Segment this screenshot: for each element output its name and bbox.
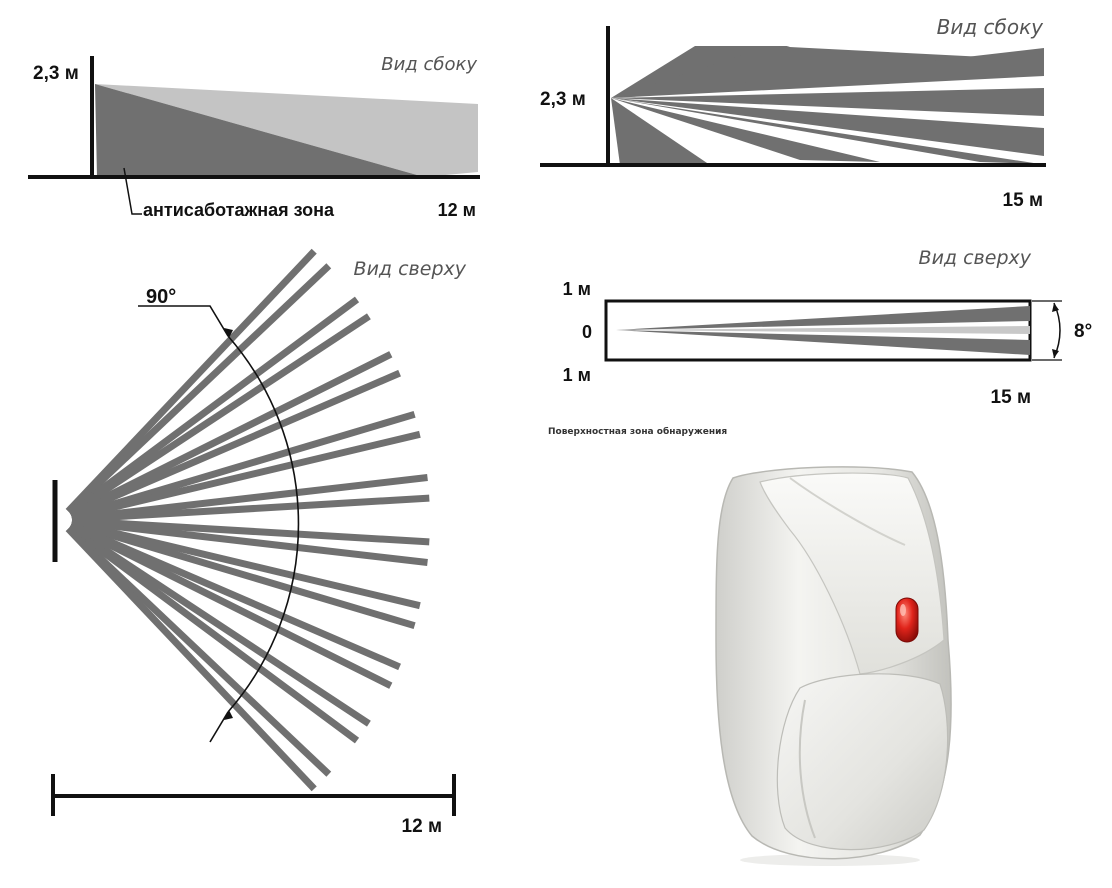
led-highlight bbox=[900, 604, 906, 616]
detection-beam bbox=[611, 98, 1044, 156]
detection-beam bbox=[67, 296, 360, 516]
top-view-15m-panel: Вид сверху 1 м 0 1 м 8° 15 м Поверхностн… bbox=[548, 247, 1092, 437]
height-label: 2,3 м bbox=[540, 89, 586, 110]
view-label: Вид сбоку bbox=[937, 15, 1045, 39]
caption: Поверхностная зона обнаружения bbox=[548, 426, 727, 437]
detection-beam bbox=[68, 313, 371, 517]
detection-beam bbox=[65, 248, 317, 514]
side-view-15m-panel: 2,3 м Вид сбоку 15 м bbox=[540, 15, 1046, 211]
upper-beam bbox=[616, 306, 1030, 330]
detection-beam bbox=[65, 526, 317, 792]
angle-label: 90° bbox=[146, 286, 176, 308]
detection-beam bbox=[69, 522, 393, 689]
detection-beam bbox=[71, 517, 428, 566]
lens-window bbox=[776, 673, 949, 851]
anti-sabotage-zone-beam bbox=[95, 84, 424, 177]
view-label: Вид сбоку bbox=[381, 54, 477, 75]
zone-pointer-line bbox=[123, 167, 142, 215]
detection-beam bbox=[611, 98, 880, 162]
lower-beam bbox=[616, 330, 1030, 355]
detection-beam bbox=[611, 48, 1044, 98]
device-shadow bbox=[740, 854, 920, 866]
detection-beam bbox=[71, 494, 430, 523]
angle-leader-line bbox=[138, 305, 229, 337]
lower-zone-beam bbox=[611, 98, 710, 165]
detection-beam bbox=[67, 524, 360, 744]
center-beam bbox=[616, 326, 1030, 334]
distance-label: 12 м bbox=[402, 816, 442, 837]
detection-beam bbox=[70, 519, 421, 610]
lens-ridge bbox=[798, 699, 816, 839]
detection-beam bbox=[66, 525, 332, 777]
anti-sabotage-zone-label: антисаботажная зона bbox=[143, 200, 335, 220]
top-view-12m-panel: 90° Вид сверху 12 м bbox=[51, 248, 467, 837]
view-label: Вид сверху bbox=[919, 247, 1032, 269]
detection-beam bbox=[68, 523, 371, 727]
detection-beam bbox=[71, 474, 428, 523]
distance-label: 12 м bbox=[438, 200, 476, 220]
detection-beam bbox=[70, 430, 421, 521]
detection-beam bbox=[611, 88, 1044, 116]
angle-arc bbox=[1053, 302, 1061, 359]
detection-beam bbox=[70, 410, 416, 520]
bottom-distance-label: 1 м bbox=[563, 365, 591, 385]
detection-beam bbox=[71, 517, 430, 546]
height-label: 2,3 м bbox=[33, 63, 79, 84]
distance-label: 15 м bbox=[991, 387, 1031, 408]
detection-beam bbox=[69, 351, 393, 518]
side-view-12m-panel: 2,3 м Вид сбоку антисаботажная зона 12 м bbox=[28, 54, 480, 220]
detection-beam bbox=[70, 520, 416, 630]
detection-beam bbox=[611, 98, 1040, 164]
led-indicator bbox=[895, 597, 919, 643]
view-label: Вид сверху bbox=[354, 258, 467, 280]
arrowhead bbox=[224, 710, 233, 720]
distance-label: 15 м bbox=[1003, 190, 1043, 211]
angle-label: 8° bbox=[1074, 321, 1092, 342]
top-distance-label: 1 м bbox=[563, 279, 591, 299]
detection-beam bbox=[69, 369, 401, 519]
motion-detector-icon bbox=[715, 466, 952, 866]
beam-group bbox=[611, 46, 1044, 164]
detection-beam bbox=[611, 46, 1044, 98]
angle-arc bbox=[227, 335, 300, 713]
arrowhead bbox=[1052, 349, 1059, 358]
center-label: 0 bbox=[582, 322, 592, 342]
beam-group bbox=[65, 248, 430, 792]
detection-beam bbox=[69, 521, 401, 671]
main-zone-beam bbox=[95, 84, 478, 177]
angle-leader-line bbox=[209, 711, 229, 743]
arrowhead bbox=[224, 328, 233, 338]
detection-beam bbox=[66, 263, 332, 515]
arrowhead bbox=[1052, 303, 1059, 312]
cover-ridge bbox=[789, 477, 906, 546]
